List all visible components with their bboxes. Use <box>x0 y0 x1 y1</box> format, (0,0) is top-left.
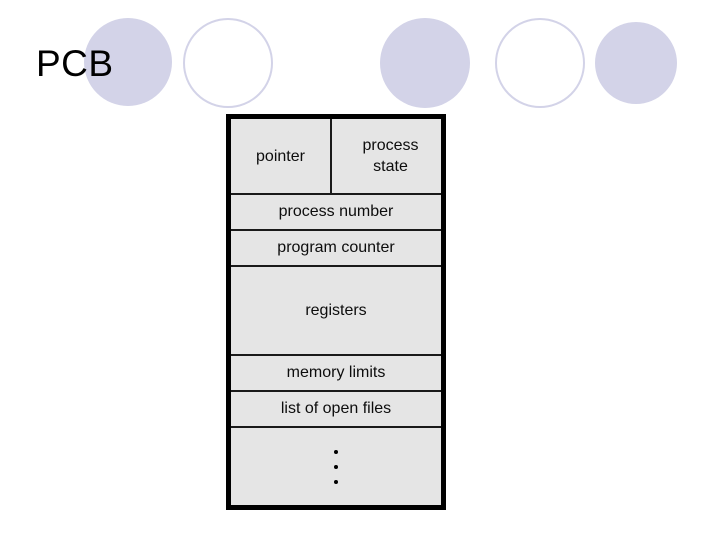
pcb-structure-diagram: pointer process state process number pro… <box>226 114 446 510</box>
pcb-label-registers: registers <box>305 301 367 319</box>
decorative-circle-2 <box>183 18 273 108</box>
pcb-label-list-of-open-files: list of open files <box>280 400 392 417</box>
pcb-row-registers: registers <box>231 267 441 356</box>
pcb-row-ellipsis <box>231 428 441 505</box>
decorative-circle-4 <box>495 18 585 108</box>
decorative-circle-3 <box>380 18 470 108</box>
pcb-cell-process-state: process state <box>332 119 441 193</box>
pcb-row-program-counter: program counter <box>231 231 441 267</box>
vertical-ellipsis-icon <box>231 428 441 505</box>
ellipsis-dot <box>334 449 338 454</box>
pcb-label-process-state-line1: process <box>362 137 419 154</box>
ellipsis-dot <box>334 479 338 484</box>
pcb-label-program-counter: program counter <box>277 239 395 256</box>
pcb-row-memory-limits: memory limits <box>231 356 441 392</box>
pcb-label-memory-limits: memory limits <box>286 364 386 381</box>
pcb-cell-pointer: pointer <box>231 119 332 193</box>
pcb-row-pointer-state: pointer process state <box>231 119 441 195</box>
decorative-circle-5 <box>595 22 677 104</box>
pcb-label-process-state-line2: state <box>373 158 408 175</box>
pcb-row-process-number: process number <box>231 195 441 231</box>
pcb-label-process-number: process number <box>278 203 394 220</box>
ellipsis-dot <box>334 464 338 469</box>
decorative-circle-1 <box>84 18 172 106</box>
pcb-label-pointer: pointer <box>256 147 305 165</box>
pcb-label-process-state: process state <box>340 135 441 177</box>
page-title: PCB <box>36 43 114 84</box>
pcb-row-list-of-open-files: list of open files <box>231 392 441 428</box>
